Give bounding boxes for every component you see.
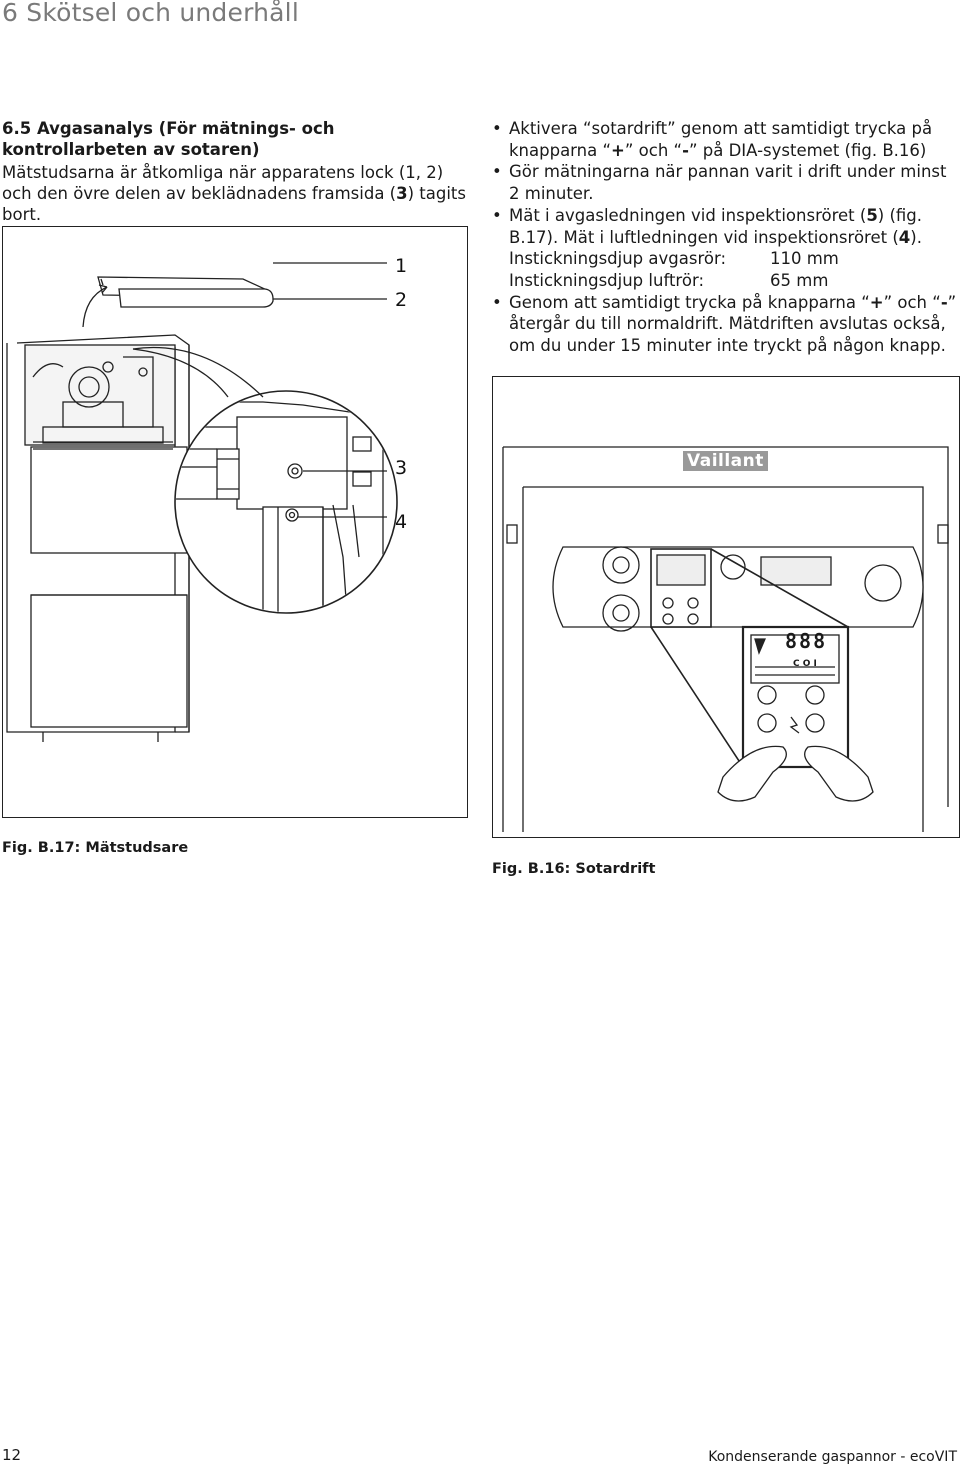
- figure-b17-caption: Fig. B.17: Mätstudsare: [2, 840, 189, 856]
- brand-logo: Vaillant: [683, 451, 768, 471]
- depth-exhaust-label: Insticknings­djup avgasrör:: [509, 249, 727, 269]
- depth-air-value: 65 mm: [770, 270, 829, 290]
- intro-text-1: Mätstudsarna är åtkomliga när apparatens…: [2, 163, 444, 203]
- figure-b16: Vaillant 888 C O I: [492, 376, 960, 838]
- document-title: Kondenserande gaspannor - ecoVIT: [708, 1449, 957, 1465]
- control-panel-illustration: [502, 446, 949, 832]
- section-title: 6.5 Avgasanalys (För mätnings- och kontr…: [2, 119, 335, 159]
- chapter-heading: 6 Skötsel och underhåll: [2, 0, 299, 27]
- callout-2: 2: [395, 289, 408, 311]
- bullet-measure-points: Mät i avgasledningen vid inspektionsröre…: [492, 205, 960, 248]
- callout-4: 4: [395, 511, 408, 533]
- bullet-activate: Aktivera “sotardrift” genom att samtidig…: [492, 118, 960, 161]
- boiler-illustration: [6, 262, 398, 742]
- depth-exhaust-value: 110 mm: [770, 249, 839, 269]
- intro-bold-3: 3: [396, 184, 408, 203]
- page-number: 12: [2, 1446, 22, 1464]
- depth-air-row: Instickningsdjup luftrör: 65 mm: [492, 270, 960, 292]
- figure-b16-caption: Fig. B.16: Sotardrift: [492, 861, 656, 877]
- depth-air-label: Instickningsdjup luftrör:: [509, 270, 705, 290]
- display-digits: 888: [785, 629, 828, 653]
- instruction-list: Aktivera “sotardrift” genom att samtidig…: [492, 118, 960, 357]
- bullet-return-normal: Genom att samtidigt trycka på knapparna …: [492, 292, 960, 357]
- depth-exhaust-row: Insticknings­djup avgasrör: 110 mm: [492, 248, 960, 270]
- bullet-measure-time: Gör mätningarna när pannan varit i drift…: [492, 161, 960, 204]
- callout-1: 1: [395, 255, 408, 277]
- display-status: C O I: [793, 659, 817, 669]
- callout-3: 3: [395, 457, 408, 479]
- figure-b17: 1 2 3 4: [2, 226, 468, 818]
- intro-paragraph: Mätstudsarna är åtkomliga när apparatens…: [2, 162, 472, 225]
- intro-text-2: ) tagits bort.: [2, 184, 466, 224]
